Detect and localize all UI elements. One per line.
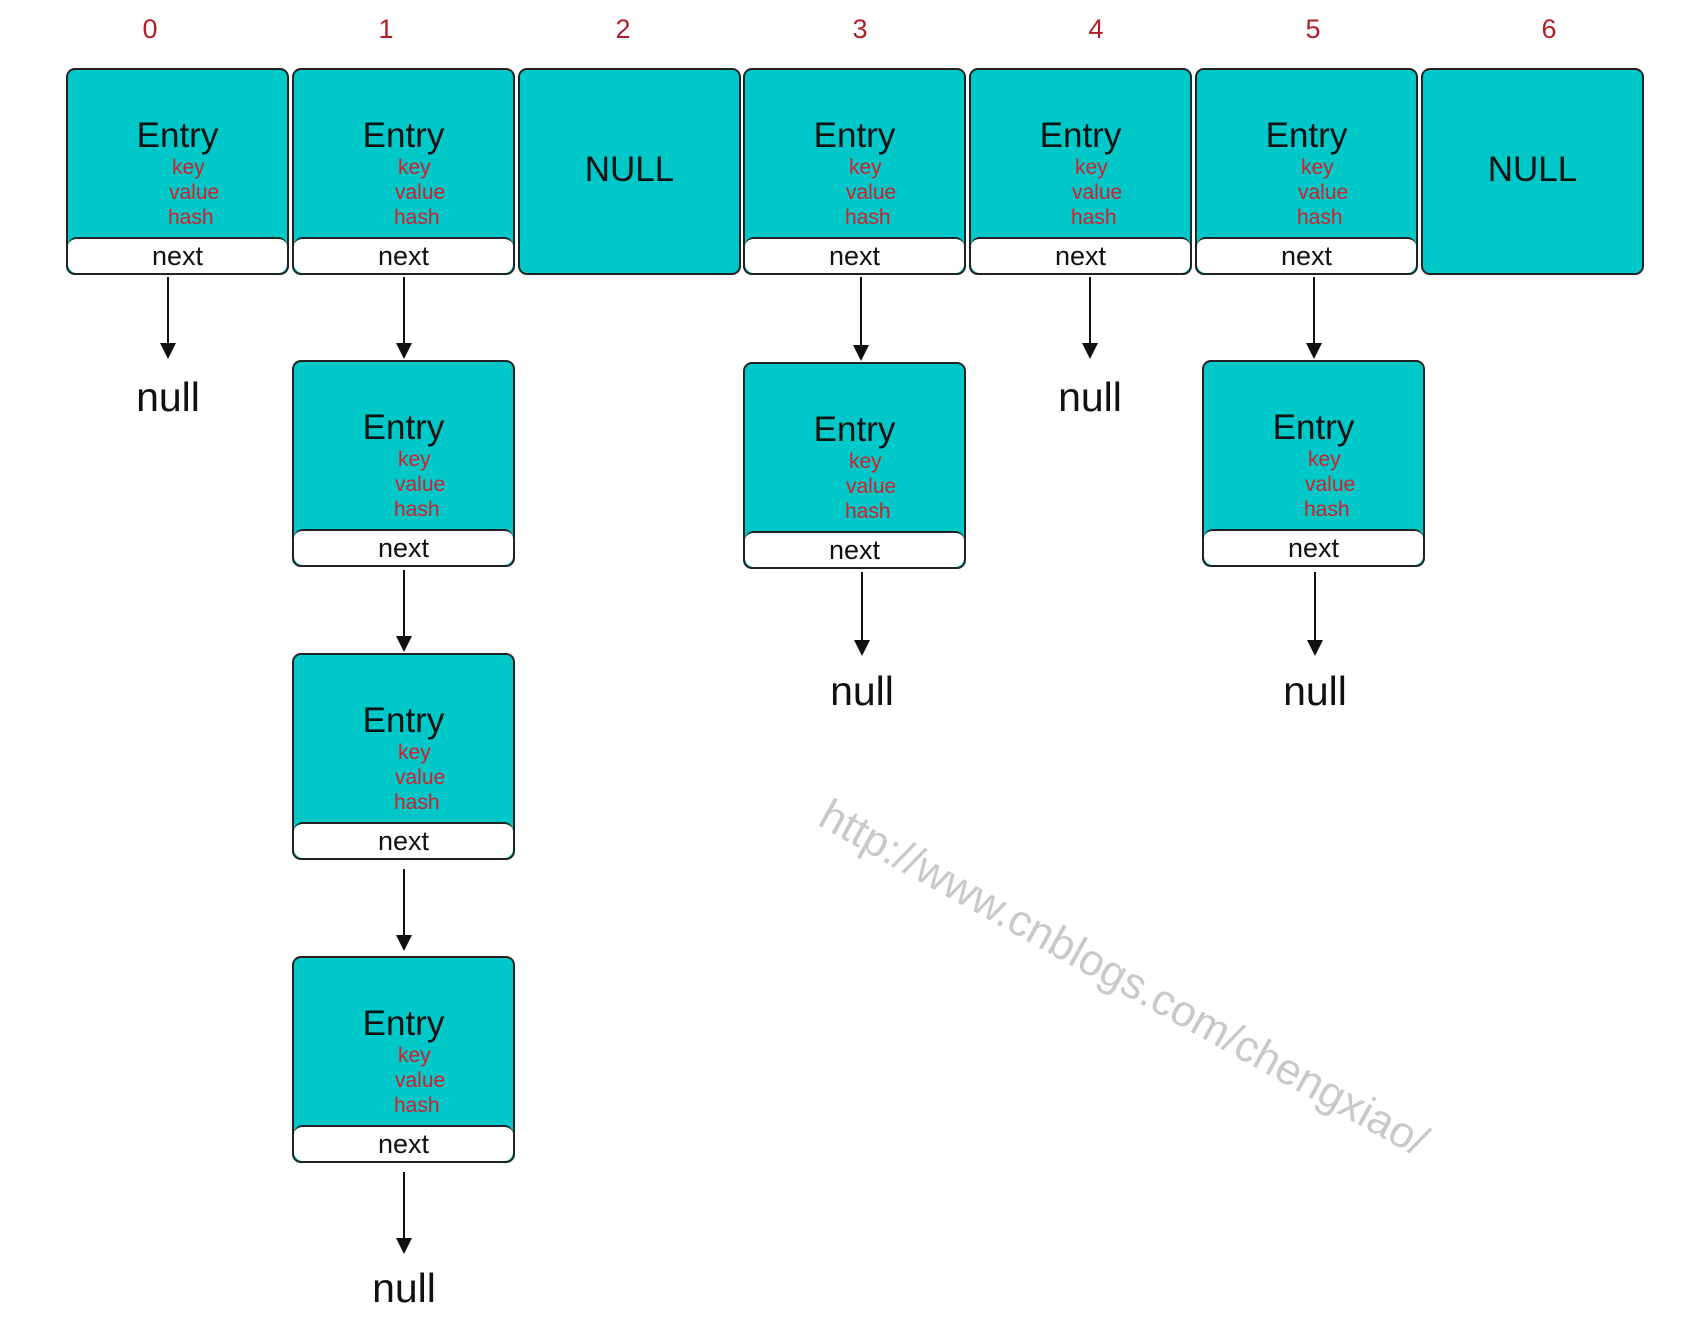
index-label-6: 6	[1541, 14, 1557, 44]
index-label-1: 1	[378, 14, 394, 44]
entry-key-field: key	[849, 450, 882, 473]
chain-entry: Entry key value hash next	[292, 956, 515, 1163]
entry-next-field: next	[294, 1125, 513, 1161]
entry-value-field: value	[395, 181, 446, 204]
entry-key-field: key	[398, 741, 431, 764]
entry-key-field: key	[1308, 448, 1341, 471]
entry-title: Entry	[1039, 116, 1122, 155]
entry-hash-field: hash	[845, 206, 891, 229]
entry-key-field: key	[1301, 156, 1334, 179]
index-label-4: 4	[1088, 14, 1104, 44]
entry-hash-field: hash	[1071, 206, 1117, 229]
entry-title: Entry	[362, 701, 445, 740]
entry-hash-field: hash	[845, 500, 891, 523]
entry-hash-field: hash	[1304, 498, 1350, 521]
chain-entry: Entry key value hash next	[1202, 360, 1425, 567]
bucket-4-entry: Entry key value hash next	[969, 68, 1192, 275]
chain-entry: Entry key value hash next	[292, 360, 515, 567]
entry-next-field: next	[294, 237, 513, 273]
index-label-5: 5	[1305, 14, 1321, 44]
entry-value-field: value	[1305, 473, 1356, 496]
entry-title: Entry	[362, 408, 445, 447]
bucket-1-entry: Entry key value hash next	[292, 68, 515, 275]
entry-value-field: value	[846, 475, 897, 498]
bucket-2-null-cell: NULL	[518, 68, 741, 275]
entry-title: Entry	[1265, 116, 1348, 155]
entry-next-field: next	[745, 531, 964, 567]
entry-next-field: next	[294, 822, 513, 858]
entry-title: Entry	[362, 116, 445, 155]
next-arrow	[1307, 572, 1323, 656]
index-label-2: 2	[615, 14, 631, 44]
entry-hash-field: hash	[1297, 206, 1343, 229]
next-arrow	[853, 277, 869, 361]
next-arrow	[854, 572, 870, 656]
entry-hash-field: hash	[394, 1094, 440, 1117]
entry-value-field: value	[395, 1069, 446, 1092]
entry-hash-field: hash	[394, 498, 440, 521]
entry-hash-field: hash	[394, 791, 440, 814]
chain-entry: Entry key value hash next	[292, 653, 515, 860]
null-terminator: null	[1283, 668, 1347, 714]
entry-value-field: value	[1072, 181, 1123, 204]
entry-key-field: key	[398, 448, 431, 471]
entry-value-field: value	[169, 181, 220, 204]
bucket-6-null-cell: NULL	[1421, 68, 1644, 275]
null-cell-label: NULL	[1487, 150, 1578, 189]
entry-value-field: value	[395, 473, 446, 496]
next-arrow	[396, 277, 412, 359]
entry-next-field: next	[745, 237, 964, 273]
entry-key-field: key	[172, 156, 205, 179]
index-label-3: 3	[852, 14, 868, 44]
next-arrow	[396, 570, 412, 652]
null-terminator: null	[372, 1265, 436, 1311]
next-arrow	[1082, 277, 1098, 359]
entry-value-field: value	[846, 181, 897, 204]
entry-key-field: key	[1075, 156, 1108, 179]
index-label-0: 0	[142, 14, 158, 44]
null-terminator: null	[1058, 374, 1122, 420]
entry-value-field: value	[395, 766, 446, 789]
null-terminator: null	[136, 374, 200, 420]
next-arrow	[396, 869, 412, 951]
entry-title: Entry	[136, 116, 219, 155]
entry-hash-field: hash	[394, 206, 440, 229]
entry-next-field: next	[1197, 237, 1416, 273]
entry-title: Entry	[1272, 408, 1355, 447]
entry-next-field: next	[971, 237, 1190, 273]
entry-value-field: value	[1298, 181, 1349, 204]
entry-key-field: key	[398, 1044, 431, 1067]
entry-hash-field: hash	[168, 206, 214, 229]
bucket-0-entry: Entry key value hash next	[66, 68, 289, 275]
entry-title: Entry	[813, 410, 896, 449]
next-arrow	[1306, 277, 1322, 359]
entry-key-field: key	[398, 156, 431, 179]
null-terminator: null	[830, 668, 894, 714]
entry-key-field: key	[849, 156, 882, 179]
null-cell-label: NULL	[584, 150, 675, 189]
bucket-3-entry: Entry key value hash next	[743, 68, 966, 275]
watermark-url: http://www.cnblogs.com/chengxiao/	[811, 790, 1437, 1167]
entry-next-field: next	[68, 237, 287, 273]
entry-next-field: next	[294, 529, 513, 565]
entry-title: Entry	[813, 116, 896, 155]
next-arrow	[160, 277, 176, 359]
entry-title: Entry	[362, 1004, 445, 1043]
chain-entry: Entry key value hash next	[743, 362, 966, 569]
next-arrow	[396, 1172, 412, 1254]
bucket-5-entry: Entry key value hash next	[1195, 68, 1418, 275]
entry-next-field: next	[1204, 529, 1423, 565]
